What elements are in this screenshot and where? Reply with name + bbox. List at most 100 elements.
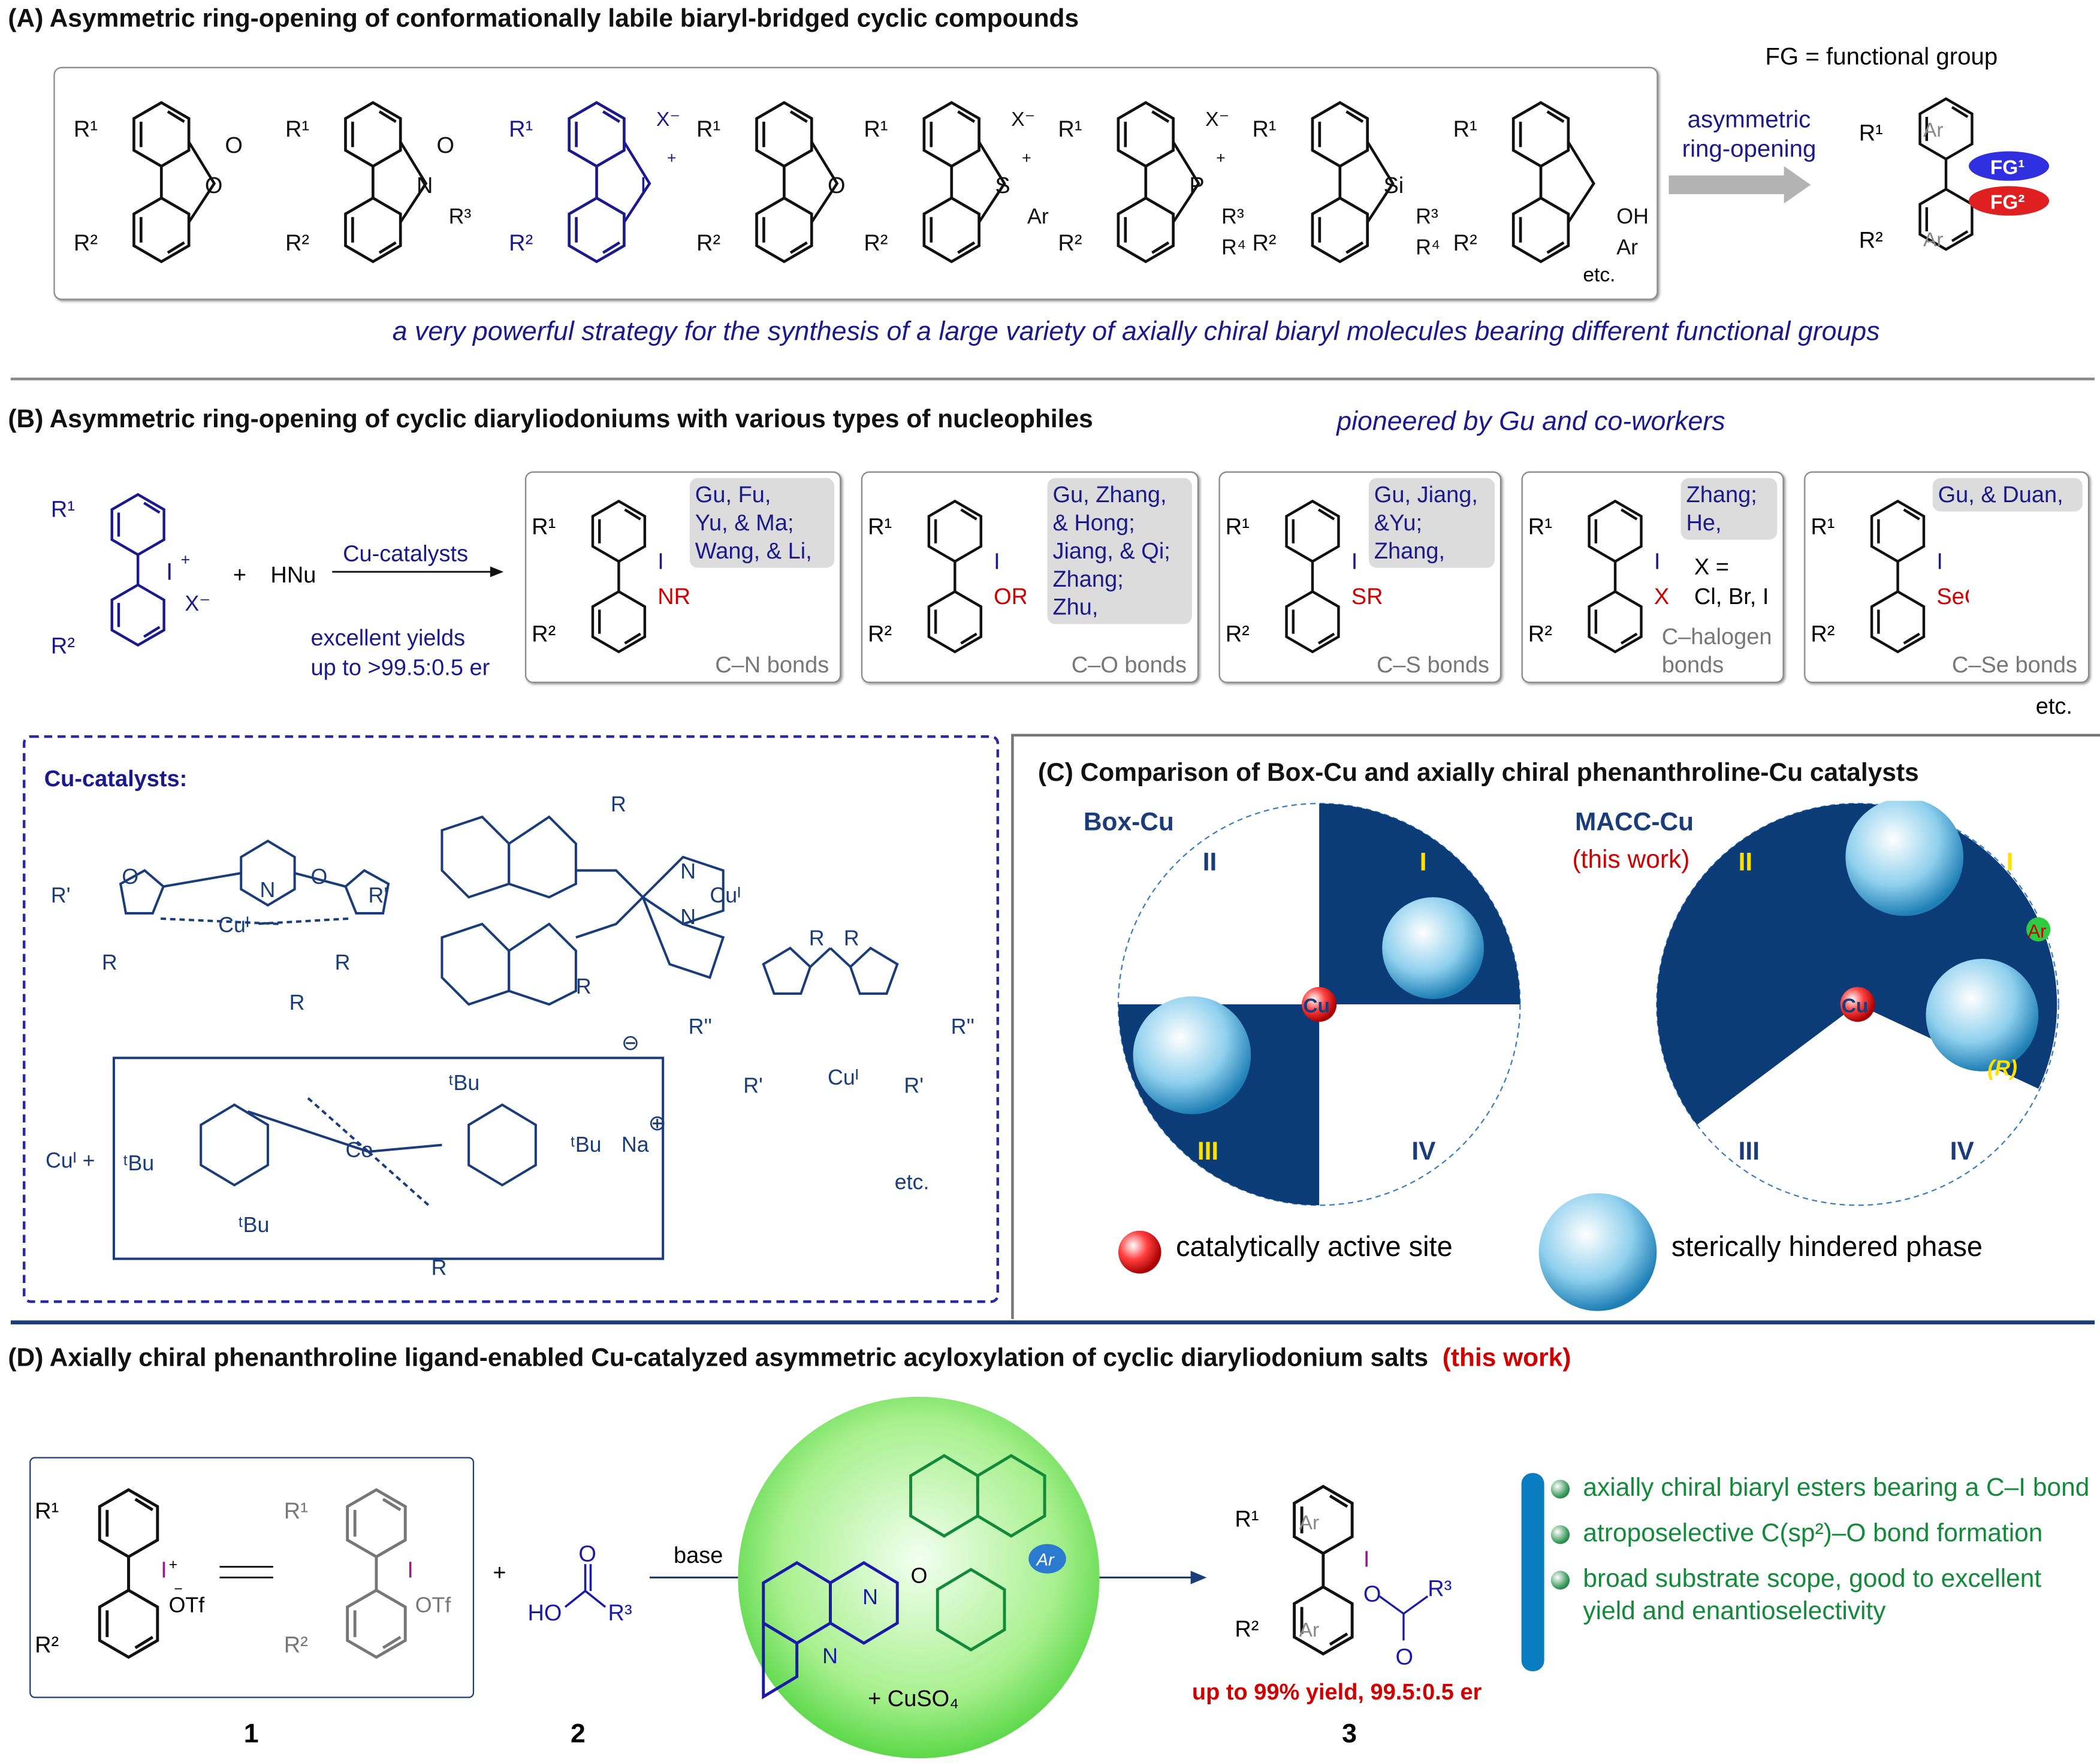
bullet-icon [1550,1480,1570,1499]
cu-label: Cu [1842,995,1869,1017]
o-label: O [911,1563,928,1587]
substituent-2: Ar [1616,236,1638,259]
r2-label: R² [1453,231,1477,256]
iodine-label: I [1351,550,1358,575]
reaction-arrow [332,566,504,578]
macc-catalyst-sphere: N N O Ar + CuSO₄ [738,1396,1100,1759]
o-label: O [1396,1645,1414,1670]
divider [10,1320,2095,1325]
bullet-icon [1550,1525,1570,1544]
pybox-n: N [260,878,276,902]
catalyst-structures: R' R' R R Cuᴵ N O O R R N N Cuᴵ Cuᴵ + ᵗB… [46,792,974,1279]
bridge-atom: S [995,173,1010,198]
result-summary: up to 99% yield, 99.5:0.5 er [1191,1679,1482,1705]
cu-catalysts-box [22,735,1000,1303]
ar-label: Ar [1299,1619,1320,1641]
fg1-ellipse [1969,151,2050,181]
substituent-2: R⁴ [1416,236,1440,259]
product-card: R¹ R² I NR³R⁴Gu, Fu,Yu, & Ma;Wang, & Li,… [525,471,841,683]
nucleophile-group: SeCN [1936,584,1969,609]
feature-list: axially chiral biaryl esters bearing a C… [1550,1473,2093,1642]
r1-label: R¹ [51,497,75,523]
fg2-ellipse [1969,186,2050,216]
reference-line: Zhu, [1052,594,1099,620]
r2-label: R² [285,231,309,256]
ar-label: Ar [1923,229,1944,251]
r1-label: R¹ [868,515,892,540]
counter-ion: X⁻ [1011,108,1035,131]
biaryl-structure: R¹ R² I NR³R⁴ [532,481,690,675]
yield-line: excellent yields [310,625,466,651]
r1-label: R¹ [1226,515,1250,540]
section-b-title: (B) Asymmetric ring-opening of cyclic di… [8,406,1093,434]
ar-label: Ar [1923,119,1944,141]
spiro-r: R [611,792,626,816]
salen-cu: Cuᴵ + [46,1149,95,1173]
catalyst-label: Cu-catalysts [343,541,469,567]
pybox-rprime: R' [369,883,388,907]
section-d-title: (D) Axially chiral phenanthroline ligand… [8,1345,1571,1374]
r1-label: R¹ [1058,117,1082,142]
reference-line: Zhang; [1686,482,1757,508]
salen-r: R [432,1255,447,1279]
nucleophile-group: SR⁶ [1351,584,1384,609]
quadrant-iii: III [1739,1137,1760,1165]
compound-2-label: 2 [570,1719,586,1749]
r2-label: R² [284,1633,308,1658]
box-rprime: R' [904,1074,924,1098]
quadrant-ii: II [1203,848,1217,876]
cuso4-label: + CuSO₄ [868,1686,959,1711]
r1-label: R¹ [1859,121,1883,146]
r2-label: R² [51,634,75,659]
minus-charge: ⊖ [621,1031,639,1055]
iodine-label: I [166,559,173,585]
yield-note: excellent yields up to >99.5:0.5 er [310,624,490,683]
bond-type: C–O bonds [1072,651,1187,679]
carbonyl-o: O [437,133,455,158]
legend-hindered-phase: sterically hindered phase [1671,1231,1983,1263]
triflate-label: OTf [169,1593,205,1617]
fg-note: FG = functional group [1765,43,1998,70]
cu-catalysts-title: Cu-catalysts: [44,766,188,792]
tbu-label: ᵗBu [571,1133,602,1157]
tbu-label: ᵗBu [123,1151,155,1175]
plus-sign: + [493,1560,506,1586]
hindered-phase-icon [1538,1193,1657,1311]
bond-type-line: C–N bonds [715,652,829,678]
pybox-cu: Cuᴵ [218,913,249,937]
biaryl-structure: R¹ R² I SR⁶ [1226,481,1384,675]
ho-label: HO [527,1601,562,1626]
box-cu-quadrant-diagram: Cu I II III IV [1117,802,1521,1206]
r1-label: R¹ [864,117,888,142]
product-card: R¹ R² I OR⁵Gu, Zhang,& Hong;Jiang, & Qi;… [861,471,1199,683]
product-card: R¹ R² I SR⁶Gu, Jiang,&Yu;Zhang,C–S bonds [1218,471,1502,683]
biaryl-structure: R¹ R² I SeCN [1811,481,1969,675]
reference-line: Zhang; [1052,566,1124,592]
pybox-o: O [122,865,138,889]
spiro-cu: Cuᴵ [710,883,741,907]
active-site-icon [1118,1230,1161,1274]
nucleophile-group: X [1654,584,1669,609]
box-r2: R'' [689,1015,712,1039]
n-label: N [822,1644,838,1668]
iodine-label: I [407,1557,414,1583]
reference-line: Wang, & Li, [695,538,812,564]
macc-cu-label: MACC-Cu [1575,808,1694,837]
substituent: Ar [1027,204,1049,228]
iodine-label: I [994,550,1000,575]
reference-line: Gu, Jiang, [1374,482,1478,508]
compound-1-label: 1 [243,1719,259,1749]
feature-item: broad substrate scope, good to excellent… [1550,1564,2093,1628]
pybox-rprime: R' [51,883,71,907]
reference-note: Gu, Fu,Yu, & Ma;Wang, & Li, [689,478,835,568]
nucleophile-group: NR³R⁴ [657,584,690,609]
compound-1-equilibrium: R¹ R² I + OTf − R¹ R² I OTf [35,1462,451,1690]
reference-line: Gu, Zhang, [1052,482,1167,508]
r2-label: R² [74,231,98,256]
r2-label: R² [1226,621,1250,647]
